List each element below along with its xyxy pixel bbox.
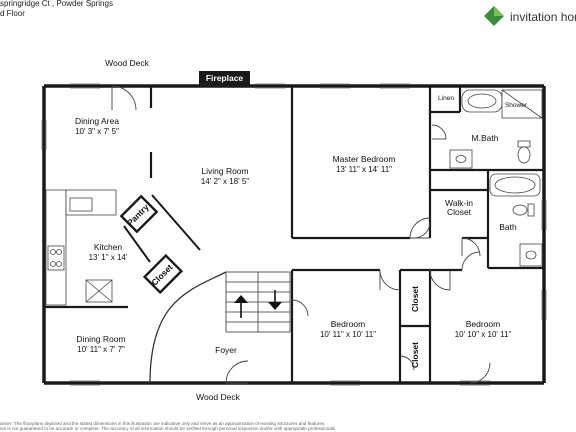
floor-label: d Floor [0, 9, 25, 18]
interior-walls [44, 86, 544, 383]
stair-up-arrow [234, 295, 248, 318]
staircase [149, 271, 291, 384]
walk-in-closet-label-1: Walk-in [445, 198, 473, 208]
disclaimer: aimer: The floorplans depicted and the s… [0, 421, 560, 431]
stove-icon [47, 245, 65, 271]
disclaimer-line-2: ion is not guaranteed to be accurate or … [0, 426, 337, 432]
bath-label: Bath [499, 222, 517, 232]
fireplace [199, 71, 250, 85]
foyer-label: Foyer [215, 345, 237, 355]
closet-hall-box [142, 253, 184, 295]
windows [41, 83, 547, 386]
living-room-dims: 14' 2" x 18' 5" [201, 177, 249, 186]
bedroom-2-dims: 10' 10" x 10' 11" [455, 330, 512, 339]
master-bedroom-label: Master Bedroom [333, 154, 396, 164]
closet-2-label: Closet [410, 342, 420, 368]
disclaimer-line-1: aimer: The floorplans depicted and the s… [0, 421, 326, 426]
living-room-label: Living Room [201, 166, 248, 176]
address-text: springridge Ct , Powder Springs [0, 0, 113, 8]
logo-text: invitation hor [510, 10, 576, 24]
kitchen-label: Kitchen [94, 242, 123, 252]
dining-area-label: Dining Area [75, 116, 119, 126]
kitchen-counters [45, 189, 117, 306]
bedroom-1-dims: 10' 11" x 10' 11" [320, 330, 376, 339]
walk-in-closet-label-2: Closet [447, 207, 472, 217]
company-logo: invitation hor [484, 6, 576, 26]
linen-label: Linen [438, 95, 454, 102]
bedroom-2-label: Bedroom [466, 319, 501, 329]
fireplace-label: Fireplace [206, 73, 244, 83]
m-bath-label: M.Bath [472, 133, 499, 143]
closet-1-label: Closet [410, 286, 420, 312]
bath-fixtures [449, 89, 543, 267]
master-bedroom-dims: 13' 11" x 14' 11" [336, 165, 392, 174]
kitchen-dims: 13' 1" x 14' [89, 253, 128, 262]
bath-toilet-tank [527, 203, 535, 217]
toilet-icon [517, 140, 531, 148]
pantry-box [119, 194, 159, 234]
doors [111, 85, 491, 384]
dining-room-label: Dining Room [76, 334, 125, 344]
wood-deck-bottom-label: Wood Deck [196, 392, 241, 402]
dining-area-dims: 10' 3" x 7' 5" [75, 127, 119, 136]
bedroom-1-label: Bedroom [331, 319, 366, 329]
sink-icon [69, 197, 93, 212]
dining-room-dims: 10' 11" x 7' 7" [77, 345, 125, 354]
wood-deck-top-label: Wood Deck [105, 58, 150, 68]
shower-label: Shower [505, 102, 528, 109]
stair-down-arrow [268, 290, 282, 310]
